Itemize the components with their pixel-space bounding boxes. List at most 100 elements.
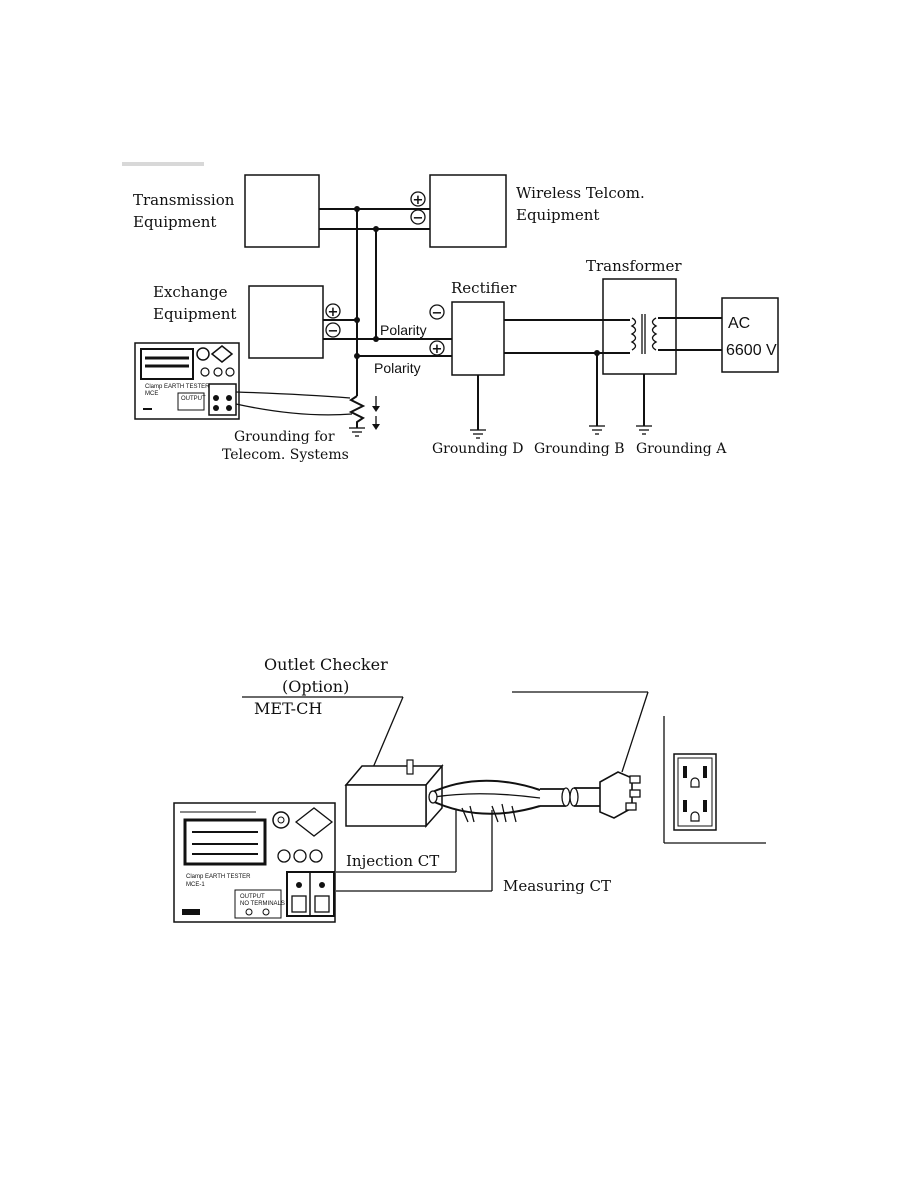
- grounding-d: Grounding D: [432, 375, 523, 457]
- exchange-minus-symbol: −: [325, 322, 341, 339]
- mode-selector-icon: [294, 807, 334, 837]
- earth-tester-device-1: Clamp EARTH TESTER MCE OUTPUT: [134, 342, 240, 420]
- telecom-grounding: Grounding for Telecom. Systems: [222, 395, 380, 463]
- output-jack-icon: [262, 908, 270, 916]
- terminal-icon: [213, 395, 219, 401]
- outlet-slot-icon: [703, 800, 707, 812]
- minus-circle-icon: [325, 322, 341, 338]
- wireless-label-line1: Wireless Telcom.: [516, 184, 645, 202]
- wireless-telcom-equipment: Wireless Telcom. Equipment: [429, 174, 645, 248]
- ct-lead-lower: [235, 403, 353, 416]
- tester-display: [183, 818, 267, 866]
- rotary-knob-icon: [196, 347, 210, 361]
- measuring-ct-clamp: [491, 803, 517, 823]
- outlet-slot-icon: [683, 800, 687, 812]
- cable-loop-top: [429, 779, 541, 794]
- output-label: OUTPUT: [181, 396, 206, 402]
- clamp-hatch-icon: [461, 805, 475, 823]
- logo-mark: [182, 909, 200, 915]
- cable-loop-middle: [433, 793, 541, 799]
- tester-display: [140, 348, 194, 380]
- injection-ct-clamp: [461, 805, 475, 823]
- output-jack-icon: [245, 908, 253, 916]
- plug-prong-icon: [629, 775, 641, 784]
- current-arrow-head-icon: [372, 406, 380, 412]
- earth-tester-device-2: Clamp EARTH TESTER MCE-1 OUTPUT NO TERMI…: [173, 802, 336, 923]
- measuring-ct-label: Measuring CT: [503, 877, 611, 895]
- transmission-label-line2: Equipment: [133, 213, 216, 231]
- wireless-label-line2: Equipment: [516, 206, 599, 224]
- grounding-b: Grounding B: [534, 353, 625, 457]
- checker-knob-icon: [406, 759, 414, 775]
- terminal-socket-icon: [291, 895, 307, 913]
- tester-model-label: MCE: [145, 391, 158, 397]
- exchange-label-line2: Equipment: [153, 305, 236, 323]
- wireless-minus-symbol: −: [410, 209, 426, 226]
- grounding-b-label: Grounding B: [534, 441, 625, 457]
- plug-body-icon: [599, 771, 633, 819]
- transmission-equipment: Transmission Equipment: [133, 174, 320, 248]
- plus-sign: +: [432, 342, 443, 357]
- grounding-telecom-label-line1: Grounding for: [234, 429, 335, 445]
- tester-brand-label: Clamp EARTH TESTER: [186, 874, 251, 880]
- option-label: (Option): [282, 677, 349, 696]
- scan-edge: [122, 162, 204, 166]
- cable-loop-bottom: [429, 799, 541, 815]
- injection-ct-label: Injection CT: [346, 852, 439, 870]
- plug-leader-diagonal: [621, 691, 649, 773]
- output-panel: [234, 889, 282, 919]
- telecom-grounding-diagram: Transmission Equipment Wireless Telcom. …: [122, 162, 779, 463]
- current-arrow-head-icon: [372, 424, 380, 430]
- junction-dot: [354, 317, 360, 323]
- terminal-icon: [213, 405, 219, 411]
- terminal-socket-icon: [314, 895, 330, 913]
- button-icon: [200, 367, 210, 377]
- mode-selector-icon: [210, 345, 234, 363]
- transmission-equipment-box: [244, 174, 320, 248]
- outlet-slot-icon: [703, 766, 707, 778]
- grounding-a: Grounding A: [636, 374, 727, 457]
- output-panel: [177, 392, 205, 411]
- plug-prong-icon: [629, 789, 641, 798]
- minus-circle-icon: [410, 209, 426, 225]
- terminal-block: [208, 383, 237, 416]
- polarity-label-upper: Polarity: [380, 322, 427, 338]
- button-icon: [225, 367, 235, 377]
- button-icon: [293, 849, 307, 863]
- terminal-icon: [296, 882, 302, 888]
- outlet-ground-hole-icon: [690, 811, 700, 822]
- button-icon: [213, 367, 223, 377]
- minus-sign: −: [432, 306, 443, 321]
- plus-circle-icon: [429, 340, 445, 356]
- outlet-slot-icon: [683, 766, 687, 778]
- knob-center-icon: [277, 816, 285, 824]
- rectifier-plus-symbol: +: [429, 340, 445, 357]
- wall-outlet: [663, 716, 766, 844]
- junction-dot: [354, 353, 360, 359]
- resistor-icon: [348, 395, 366, 428]
- minus-sign: −: [413, 211, 424, 226]
- outlet-checker-label: Outlet Checker: [264, 655, 388, 674]
- cord-break-icon: [561, 787, 571, 807]
- rectifier-label: Rectifier: [451, 279, 517, 297]
- wireless-plus-symbol: +: [410, 191, 426, 208]
- ac-label: AC: [728, 315, 750, 332]
- terminal-icon: [226, 395, 232, 401]
- ct-lead-upper: [235, 391, 351, 399]
- tester-model-label: MCE-1: [186, 882, 205, 888]
- ac-source: AC 6600 V: [721, 297, 779, 373]
- exchange-equipment-box: [248, 285, 324, 359]
- ac-voltage-label: 6600 V: [726, 342, 777, 359]
- outlet-checker-box: [344, 759, 444, 828]
- rectifier: Rectifier: [451, 279, 517, 376]
- plug-prong-icon: [625, 802, 637, 811]
- plus-sign: +: [328, 305, 339, 320]
- tester-brand-label: Clamp EARTH TESTER: [145, 384, 210, 390]
- cable-end-icon: [428, 790, 438, 804]
- cord-break-icon: [569, 787, 579, 807]
- button-icon: [309, 849, 323, 863]
- minus-sign: −: [328, 324, 339, 339]
- grounding-a-label: Grounding A: [636, 441, 727, 457]
